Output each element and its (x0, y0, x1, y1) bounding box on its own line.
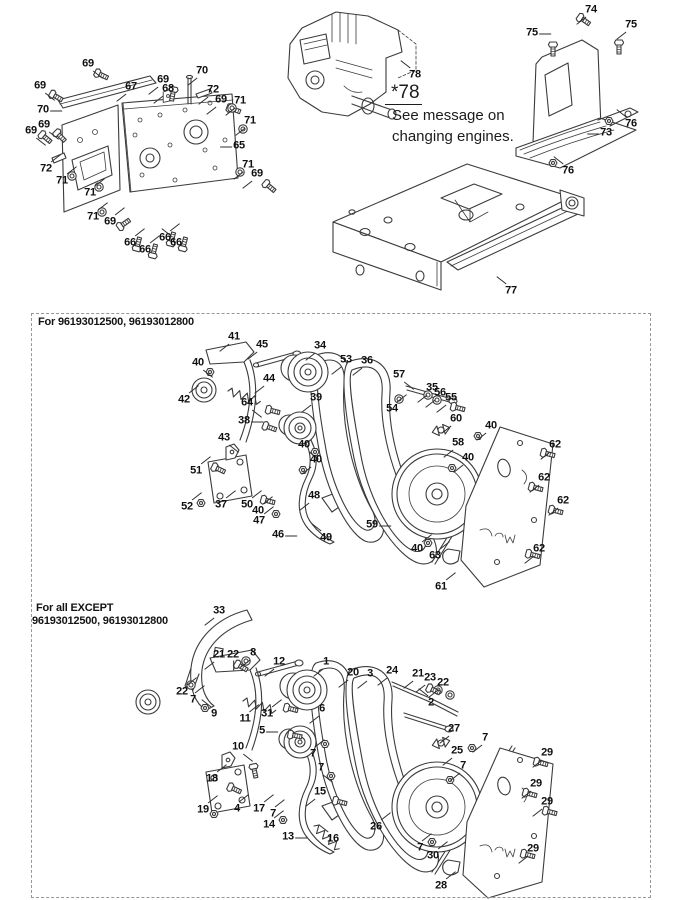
group2-model-label-line2: 96193012500, 96193012800 (32, 615, 168, 627)
group2-model-label-line1: For all EXCEPT (36, 602, 114, 614)
engine-note-line2: changing engines. (392, 128, 514, 145)
engine-art (287, 11, 417, 120)
engine-note-line1: See message on (392, 107, 505, 124)
frame-assembly-art (36, 67, 279, 260)
engine-note-ref: *78 (385, 82, 422, 105)
belt-cover-art (515, 11, 639, 169)
base-plate-art (332, 163, 585, 291)
group1-model-label: For 96193012500, 96193012800 (38, 316, 194, 328)
drive-group2-art (135, 609, 559, 899)
model-variant-box (31, 313, 651, 898)
